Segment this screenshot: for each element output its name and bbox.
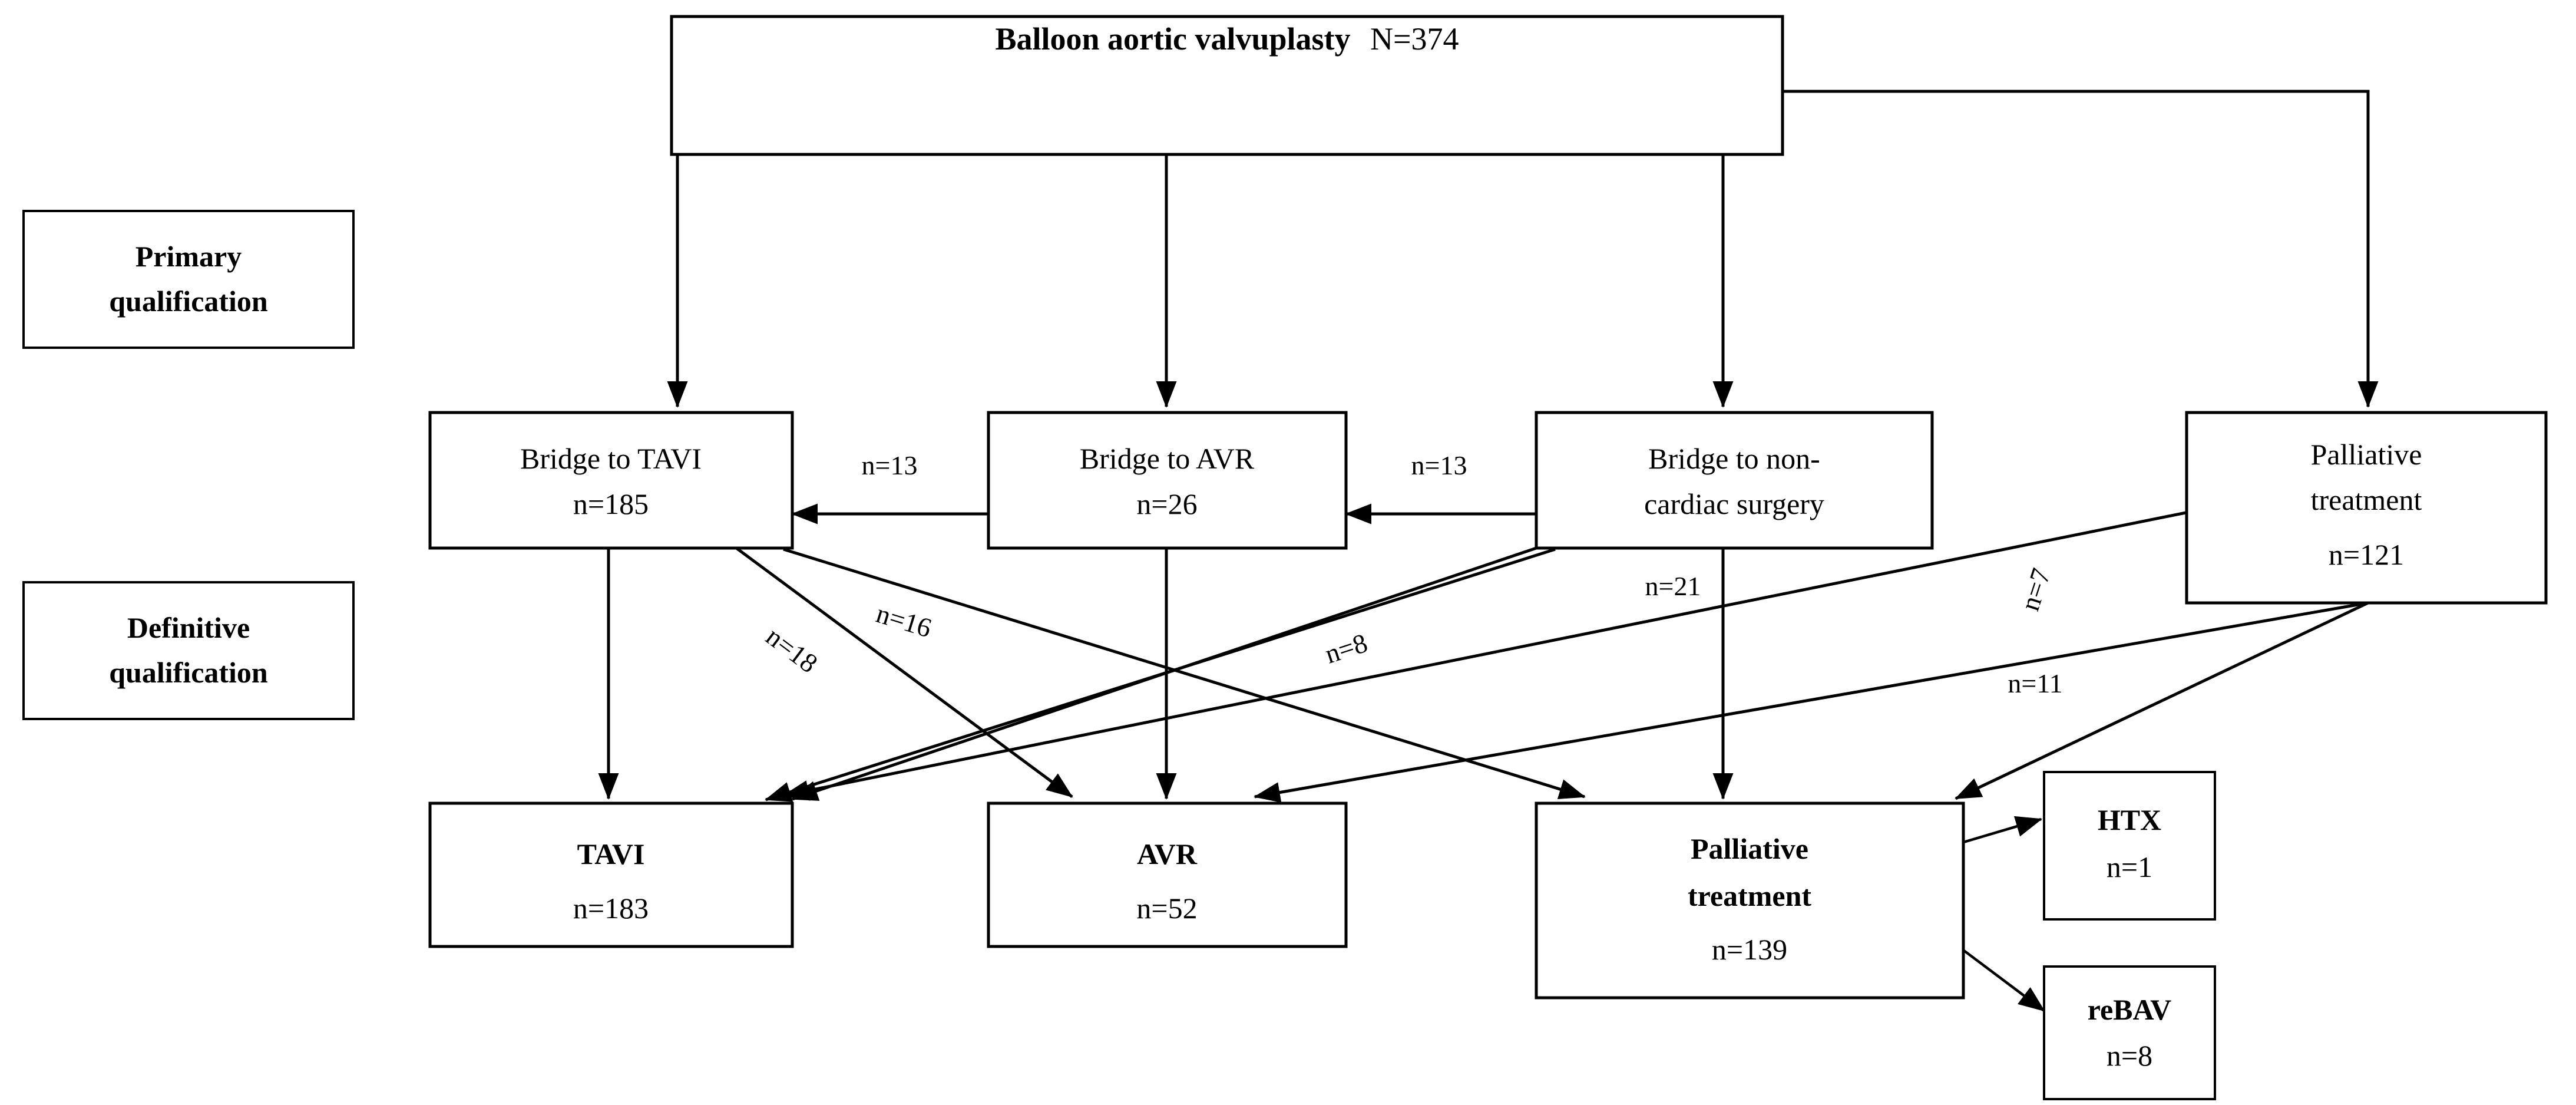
- node-palliative-primary-count: n=121: [2329, 538, 2404, 571]
- edge-palliative-final-to-rebav: [1960, 948, 2045, 1012]
- node-palliative-final-line2: treatment: [1688, 879, 1811, 912]
- node-palliative-final[interactable]: Palliative treatment n=139: [1535, 801, 1965, 1000]
- edge-label-noncardiac-to-palliative: n=21: [1645, 571, 1701, 601]
- edges-layer: [598, 90, 2379, 1012]
- node-root-box[interactable]: [670, 15, 1784, 156]
- node-rebav[interactable]: reBAV n=8: [2043, 965, 2216, 1100]
- node-avr[interactable]: AVR n=52: [987, 801, 1348, 948]
- edge-palliative-primary-to-avr: [1254, 601, 2369, 803]
- edge-label-bridge-avr-to-tavi: n=8: [1321, 628, 1371, 669]
- edge-root-to-palliative-primary: [1783, 90, 2379, 408]
- edge-label-bridge-tavi-to-palliative: n=16: [873, 598, 935, 644]
- node-root-label-bold: Balloon aortic valvuplasty: [996, 21, 1351, 57]
- node-bridge-noncardiac-line2: cardiac surgery: [1644, 487, 1824, 520]
- node-bridge-noncardiac[interactable]: Bridge to non- cardiac surgery: [1535, 411, 1934, 550]
- node-tavi[interactable]: TAVI n=183: [428, 801, 794, 948]
- node-bridge-tavi[interactable]: Bridge to TAVI n=185: [428, 411, 794, 550]
- node-bridge-noncardiac-box[interactable]: [1535, 411, 1934, 550]
- edge-label-palliative-primary-to-avr: n=11: [2008, 668, 2062, 698]
- edge-bridge-tavi-to-avr: [735, 546, 1073, 799]
- stage-definitive-line2: qualification: [109, 656, 268, 689]
- node-palliative-primary-box[interactable]: [2185, 411, 2548, 605]
- edge-label-palliative-primary-to-tavi: n=7: [2015, 565, 2056, 614]
- node-tavi-box[interactable]: [428, 801, 794, 948]
- stage-definitive-line1: Definitive: [127, 611, 250, 644]
- node-bridge-avr-label: Bridge to AVR: [1080, 442, 1255, 475]
- node-tavi-label: TAVI: [577, 837, 645, 870]
- node-rebav-count: n=8: [2107, 1039, 2152, 1072]
- node-htx-box[interactable]: [2043, 771, 2216, 921]
- node-palliative-primary[interactable]: Palliative treatment n=121: [2185, 411, 2548, 605]
- node-root-label: Balloon aortic valvuplasty N=374: [996, 21, 1459, 57]
- node-rebav-label: reBAV: [2088, 993, 2172, 1026]
- edge-palliative-primary-to-palliative-final: [1955, 601, 2369, 800]
- node-bridge-tavi-label: Bridge to TAVI: [520, 442, 702, 475]
- node-bridge-avr-count: n=26: [1136, 487, 1197, 520]
- node-root-label-count: N=374: [1370, 21, 1459, 57]
- stage-box-definitive: [22, 581, 355, 720]
- stage-label-primary: Primary qualification: [22, 210, 355, 349]
- node-palliative-final-line1: Palliative: [1691, 832, 1808, 865]
- edge-label-bridge-tavi-to-avr: n=18: [760, 621, 824, 679]
- node-palliative-primary-line1: Palliative: [2311, 438, 2422, 471]
- edge-bridge-tavi-to-palliative: [783, 547, 1586, 800]
- node-palliative-primary-line2: treatment: [2311, 483, 2422, 516]
- edge-label-avr-to-bridge-tavi: n=13: [862, 450, 918, 480]
- stage-primary-line2: qualification: [109, 285, 268, 318]
- node-palliative-final-box[interactable]: [1535, 801, 1965, 1000]
- stage-label-definitive: Definitive qualification: [22, 581, 355, 720]
- node-bridge-avr-box[interactable]: [987, 411, 1348, 550]
- edge-palliative-primary-to-tavi: [782, 505, 2215, 801]
- node-avr-box[interactable]: [987, 801, 1348, 948]
- node-avr-label: AVR: [1137, 837, 1198, 870]
- node-bridge-tavi-box[interactable]: [428, 411, 794, 550]
- node-avr-count: n=52: [1136, 892, 1197, 925]
- node-bridge-noncardiac-line1: Bridge to non-: [1648, 442, 1820, 475]
- node-tavi-count: n=183: [573, 892, 649, 925]
- node-htx-count: n=1: [2107, 850, 2152, 883]
- edge-palliative-final-to-htx: [1961, 816, 2043, 845]
- node-htx-label: HTX: [2098, 803, 2161, 836]
- node-bridge-avr[interactable]: Bridge to AVR n=26: [987, 411, 1348, 550]
- edge-label-noncardiac-to-bridge-avr: n=13: [1411, 450, 1467, 480]
- stage-box-primary: [22, 210, 355, 349]
- stage-primary-line1: Primary: [135, 240, 242, 273]
- node-htx[interactable]: HTX n=1: [2043, 771, 2216, 921]
- edge-noncardiac-to-tavi: [765, 547, 1556, 802]
- node-bridge-tavi-count: n=185: [573, 487, 649, 520]
- node-rebav-box[interactable]: [2043, 965, 2216, 1100]
- node-palliative-final-count: n=139: [1712, 933, 1787, 966]
- node-root[interactable]: Balloon aortic valvuplasty N=374: [670, 15, 1784, 156]
